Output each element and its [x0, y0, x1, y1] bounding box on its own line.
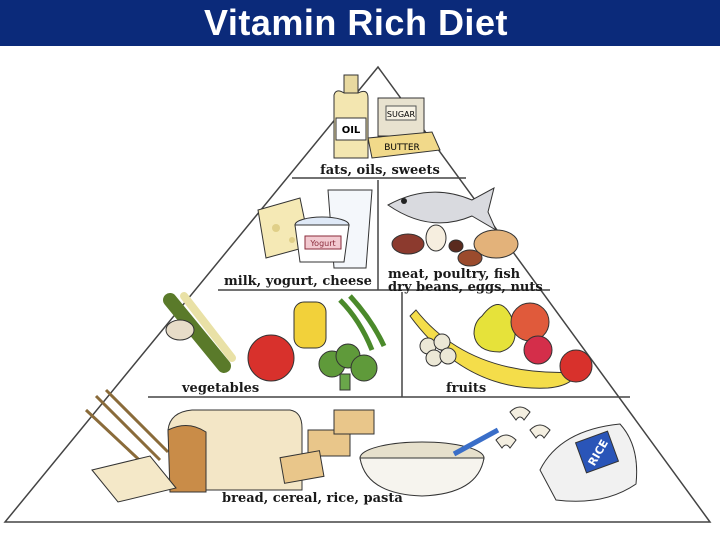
title-bar: Vitamin Rich Diet — [0, 0, 720, 46]
svg-text:Yogurt: Yogurt — [309, 239, 335, 248]
pasta-icon — [495, 406, 551, 449]
rice-bag-icon: RICE — [539, 423, 638, 502]
cereal-bowl-icon — [359, 427, 500, 497]
beans-eggs-nuts-icon — [391, 224, 519, 267]
tier3-right-label: fruits — [446, 381, 486, 396]
svg-text:OIL: OIL — [342, 125, 361, 136]
vegetables-icon — [163, 292, 387, 391]
tier2-right-label-2: dry beans, eggs, nuts — [388, 280, 543, 295]
svg-text:BUTTER: BUTTER — [384, 143, 420, 153]
fruits-icon — [409, 302, 593, 389]
svg-text:SUGAR: SUGAR — [387, 110, 416, 119]
food-pyramid: OIL SUGAR BUTTER fats, oils, sweets Yogu… — [3, 65, 712, 523]
grains-tier: RICE bread, cereal, rice, pasta — [84, 388, 638, 506]
crackers-icon — [279, 409, 375, 484]
dairy-protein-tier: Yogurt milk, yogurt, cheese meat, poultr… — [224, 187, 543, 295]
tier4-label: bread, cereal, rice, pasta — [222, 491, 403, 506]
yogurt-cup-icon: Yogurt — [294, 216, 350, 263]
oil-bottle-icon: OIL — [333, 74, 369, 159]
butter-stick-icon: BUTTER — [367, 131, 441, 159]
vegetables-fruits-tier: vegetables fruits — [163, 292, 593, 396]
tier2-right-label-1: meat, poultry, fish — [388, 267, 521, 282]
sugar-box-icon: SUGAR — [377, 97, 425, 137]
tier1-label: fats, oils, sweets — [320, 163, 440, 178]
breadsticks-icon — [84, 388, 170, 472]
bread-loaf-icon — [91, 409, 303, 503]
tier2-left-label: milk, yogurt, cheese — [224, 274, 372, 289]
page-title: Vitamin Rich Diet — [204, 2, 508, 43]
fats-oils-sweets-tier: OIL SUGAR BUTTER fats, oils, sweets — [320, 74, 441, 178]
pyramid-outline — [3, 65, 712, 523]
fish-icon — [387, 187, 498, 232]
tier3-left-label: vegetables — [181, 381, 259, 396]
